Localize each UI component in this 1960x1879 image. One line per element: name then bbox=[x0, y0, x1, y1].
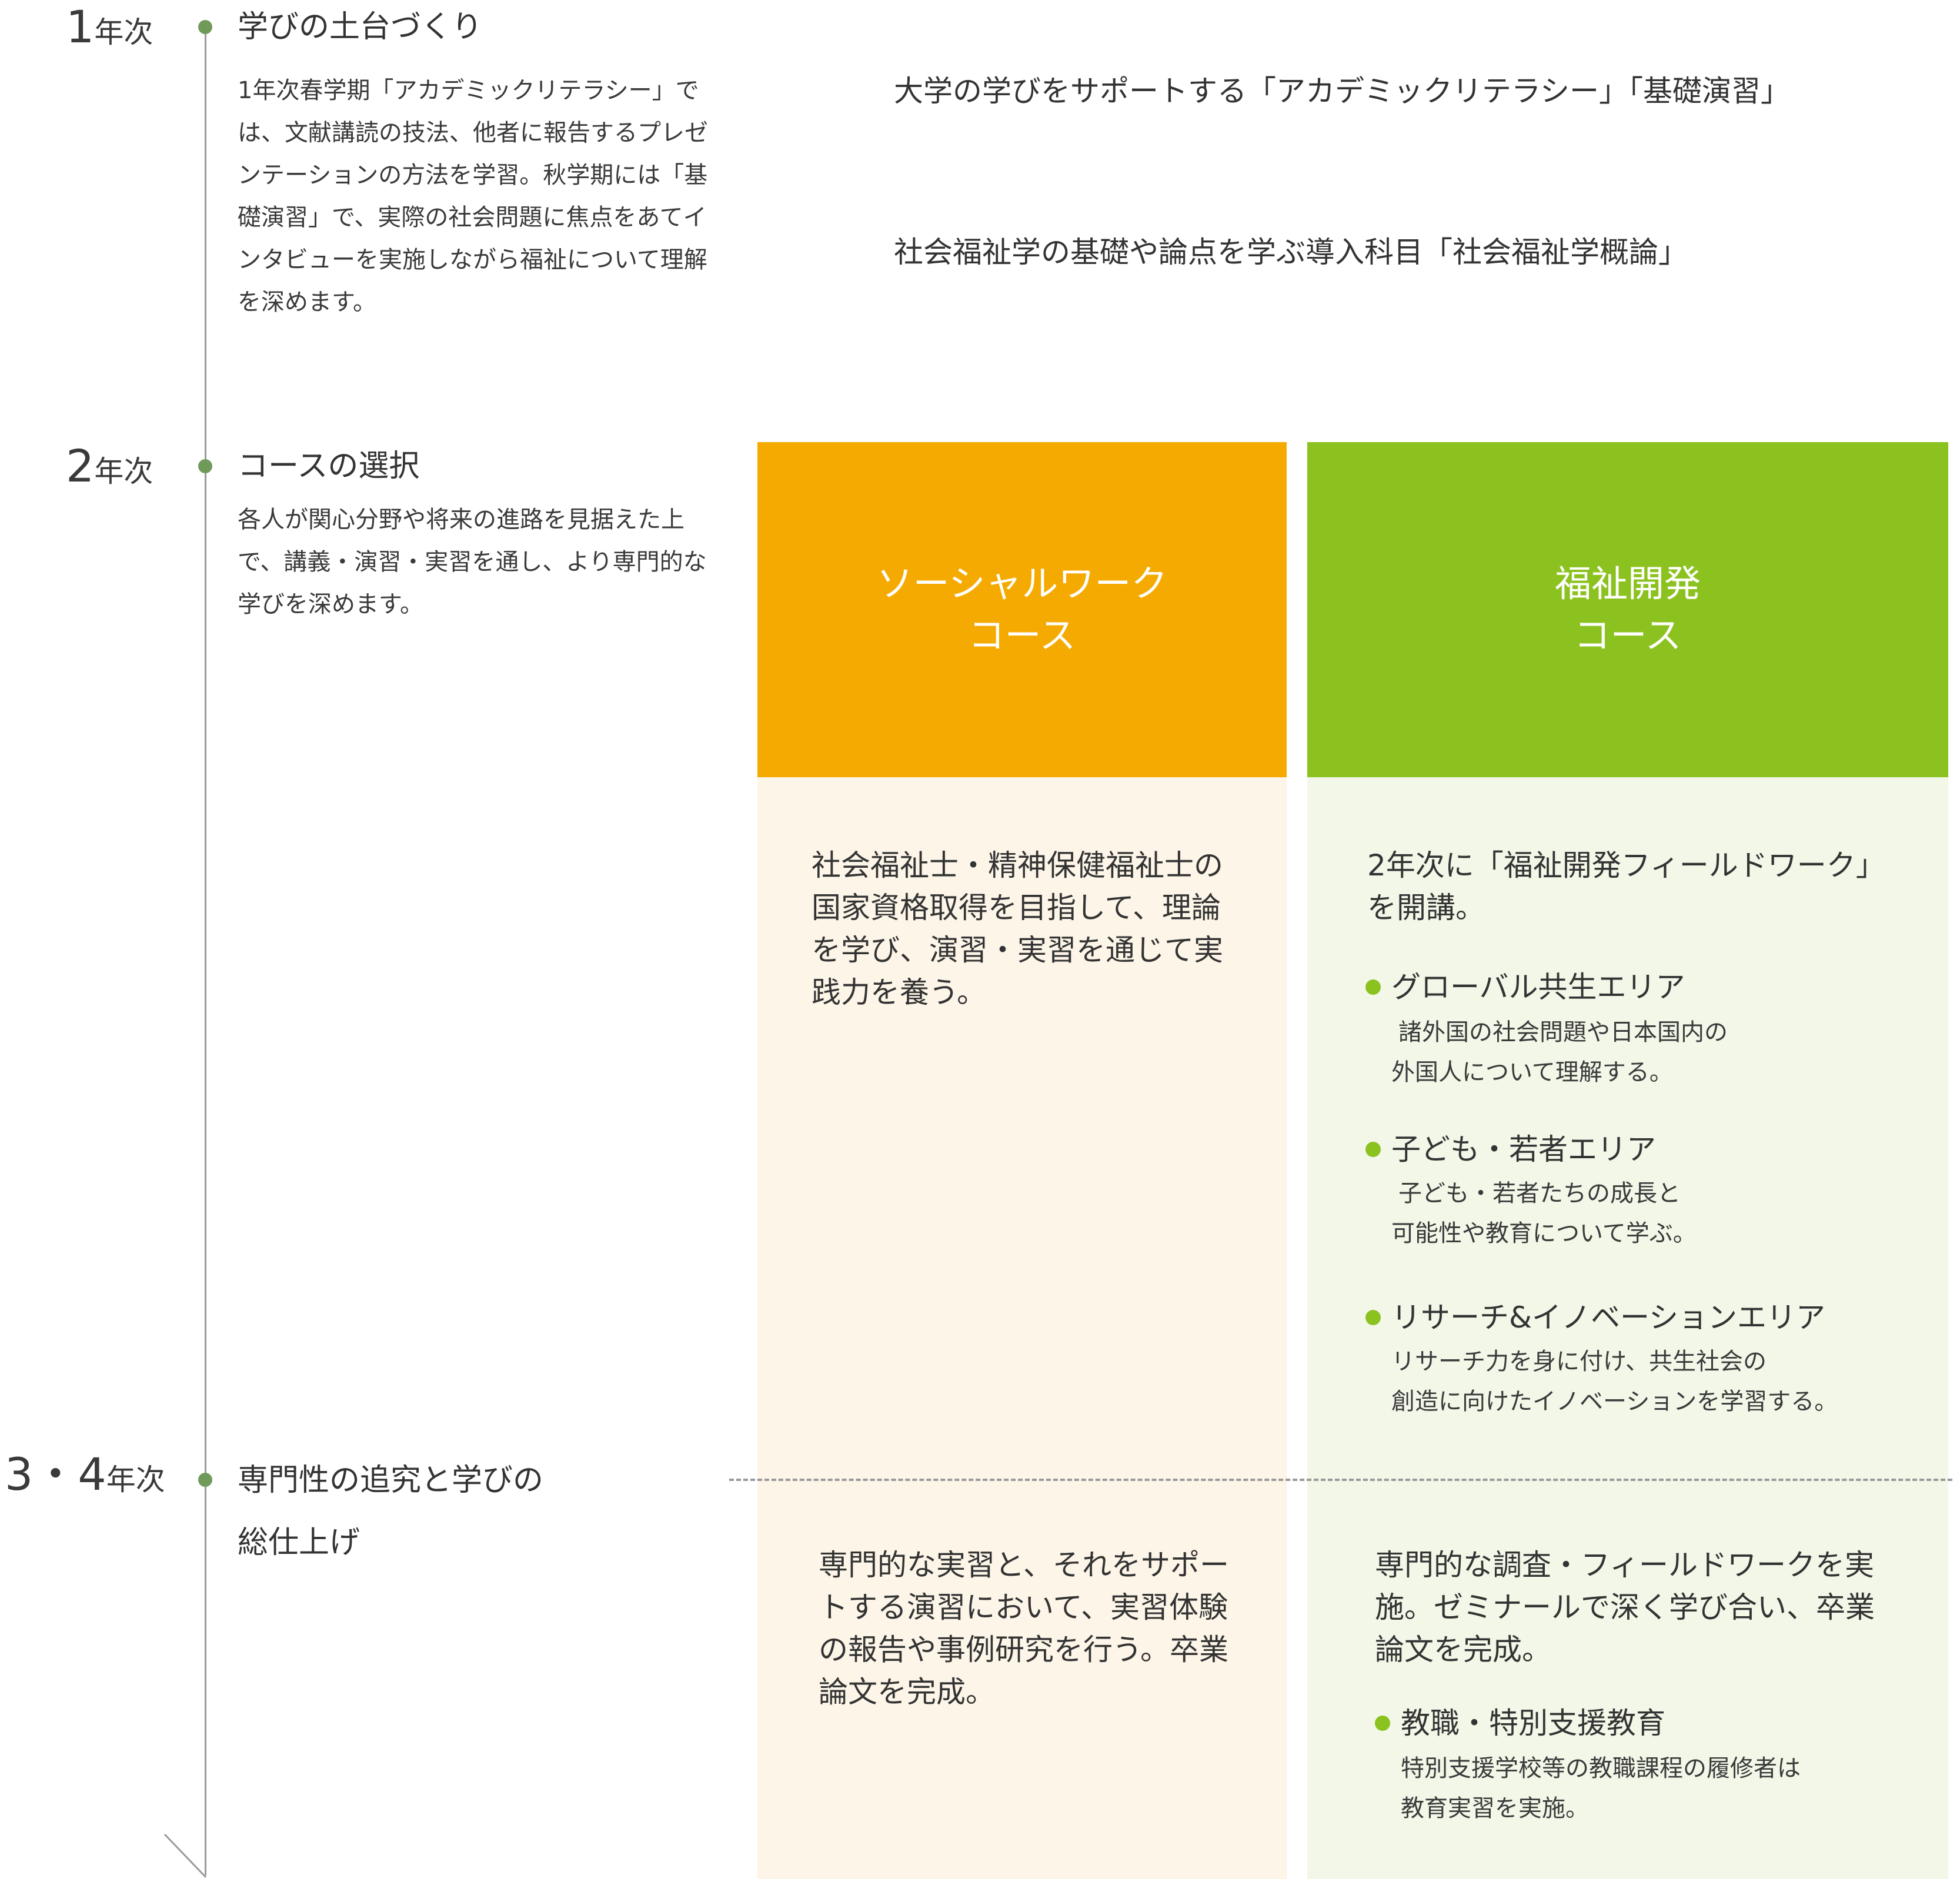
year34-suffix: 年次 bbox=[106, 1463, 165, 1497]
year34-title-line1: 専門性の追究と学びの bbox=[238, 1463, 544, 1498]
year34-title-line2: 総仕上げ bbox=[238, 1525, 360, 1560]
area-research-title: リサーチ&イノベーションエリア bbox=[1391, 1300, 1825, 1335]
social-work-course-panel bbox=[757, 777, 1287, 1879]
social-work-course-name-line1: ソーシャルワーク bbox=[876, 562, 1168, 605]
year1-label: 1年次 bbox=[66, 5, 153, 49]
welfare-dev-course-panel bbox=[1307, 777, 1948, 1879]
welfare-dev-year2-intro: 2年次に「福祉開発フィールドワーク」を開講。 bbox=[1367, 848, 1885, 925]
area-bullet-icon bbox=[1365, 1310, 1381, 1325]
social-work-year34-text: 専門的な実習と、それをサポートする演習において、実習体験の報告や事例研究を行う。… bbox=[819, 1548, 1229, 1709]
area-youth-desc-line1: 子ども・若者たちの成長と bbox=[1398, 1180, 1681, 1207]
welfare-dev-course-name-line1: 福祉開発 bbox=[1554, 562, 1701, 605]
year1-number: 1 bbox=[66, 1, 95, 53]
year1-title: 学びの土台づくり bbox=[238, 9, 483, 45]
area-research-desc-line2: 創造に向けたイノベーションを学習する。 bbox=[1391, 1388, 1838, 1415]
year1-suffix: 年次 bbox=[94, 15, 153, 49]
area-global-desc-line1: 諸外国の社会問題や日本国内の bbox=[1398, 1019, 1728, 1046]
welfare-dev-year34-text: 専門的な調査・フィールドワークを実施。ゼミナールで深く学び合い、卒業論文を完成。 bbox=[1375, 1548, 1875, 1667]
year2-title: コースの選択 bbox=[238, 449, 420, 484]
area-teaching-title: 教職・特別支援教育 bbox=[1401, 1706, 1665, 1740]
area-research-desc-line1: リサーチ力を身に付け、共生社会の bbox=[1391, 1348, 1767, 1375]
year1-description: 1年次春学期「アカデミックリテラシー」では、文献講読の技法、他者に報告するプレゼ… bbox=[238, 77, 708, 316]
year34-number: 3・4 bbox=[5, 1448, 106, 1500]
welfare-dev-course-name-line2: コース bbox=[1574, 614, 1682, 657]
year2-label: 2年次 bbox=[66, 444, 153, 489]
area-teaching-desc-line2: 教育実習を実施。 bbox=[1401, 1795, 1589, 1822]
area-youth-title: 子ども・若者エリア bbox=[1391, 1132, 1656, 1166]
year2-suffix: 年次 bbox=[94, 454, 153, 489]
area-teaching-desc-line1: 特別支援学校等の教職課程の履修者は bbox=[1401, 1755, 1801, 1782]
area-global-desc-line2: 外国人について理解する。 bbox=[1391, 1059, 1673, 1086]
year34-divider bbox=[729, 1479, 1952, 1481]
year1-marker bbox=[198, 20, 212, 34]
welfare-dev-course-header: 福祉開発 コース bbox=[1307, 442, 1948, 777]
area-bullet-icon bbox=[1365, 1142, 1381, 1157]
area-youth-desc-line2: 可能性や教育について学ぶ。 bbox=[1391, 1220, 1697, 1247]
area-bullet-icon bbox=[1365, 979, 1381, 995]
social-work-course-name-line2: コース bbox=[968, 614, 1076, 657]
year34-label: 3・4年次 bbox=[5, 1452, 165, 1497]
year2-marker bbox=[198, 459, 212, 473]
year1-subject-1: 大学の学びをサポートする「アカデミックリテラシー」「基礎演習」 bbox=[894, 74, 1790, 108]
social-work-course-header: ソーシャルワーク コース bbox=[757, 442, 1287, 777]
area-global-title: グローバル共生エリア bbox=[1391, 970, 1685, 1004]
area-bullet-icon bbox=[1375, 1716, 1390, 1731]
year1-subject-2: 社会福祉学の基礎や論点を学ぶ導入科目「社会福祉学概論」 bbox=[894, 235, 1688, 269]
year34-marker bbox=[198, 1473, 212, 1487]
social-work-year2-text: 社会福祉士・精神保健福祉士の国家資格取得を目指して、理論を学び、演習・実習を通じ… bbox=[812, 848, 1223, 1009]
timeline-end-arrow bbox=[163, 1833, 207, 1878]
timeline-line bbox=[205, 24, 206, 1875]
year2-description: 各人が関心分野や将来の進路を見据えた上で、講義・演習・実習を通し、より専門的な学… bbox=[238, 506, 707, 618]
year2-number: 2 bbox=[66, 440, 95, 492]
